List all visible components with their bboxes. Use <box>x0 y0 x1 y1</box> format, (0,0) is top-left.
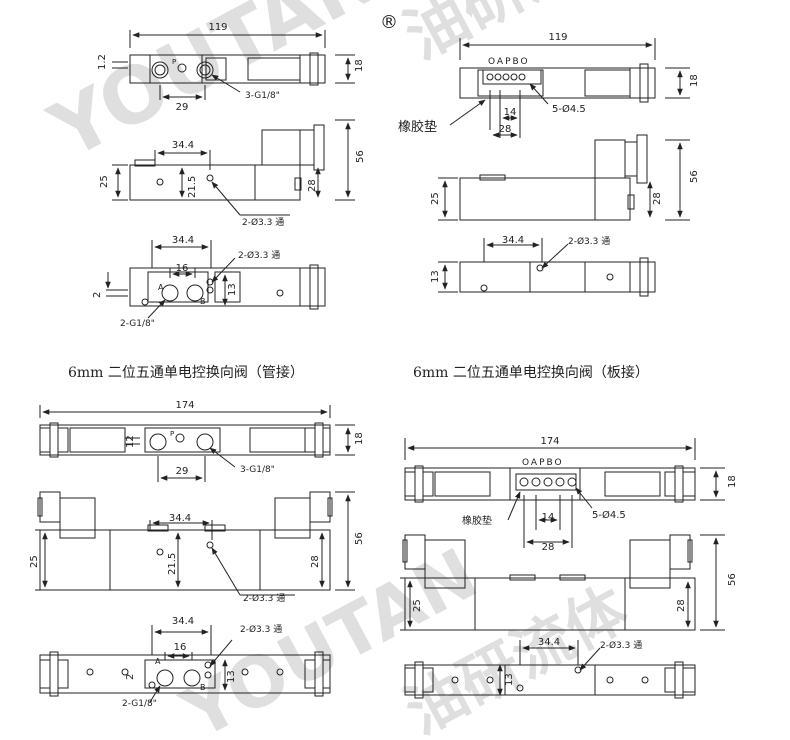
caption-pipe-valve: 6mm 二位五通单电控换向阀（管接） <box>68 365 304 381</box>
registered-mark: ® <box>380 12 398 33</box>
dim-br-h13: 13 <box>504 673 515 686</box>
dim-bl-p29: 29 <box>176 466 189 477</box>
dim-tl-g: 2-G1/8" <box>120 319 155 329</box>
dim-bl-v2: 2 <box>125 674 136 680</box>
dim-tl-width: 119 <box>208 22 227 33</box>
dim-bl-d344: 34.4 <box>169 513 191 524</box>
dim-tl-v215: 21.5 <box>187 176 198 198</box>
br-gasket-label: 橡胶垫 <box>462 514 492 527</box>
dim-bl-d344-b: 34.4 <box>172 616 194 627</box>
port-tl-p: P <box>172 58 176 66</box>
valve-174-pipe <box>35 405 355 703</box>
dim-tr-h28: 28 <box>652 192 663 205</box>
dim-br-hole: 2-Ø3.3 通 <box>600 640 642 651</box>
dim-bl-hole: 2-Ø3.3 通 <box>243 593 285 604</box>
port-bl-a: A <box>155 657 161 666</box>
dim-tl-v2: 2 <box>92 292 103 298</box>
valve-119-plate <box>438 38 690 297</box>
dim-bl-g: 2-G1/8" <box>122 699 157 709</box>
dim-bl-h18: 18 <box>354 432 365 445</box>
dim-tr-hole: 2-Ø3.3 通 <box>568 236 610 247</box>
dim-tr-d28: 28 <box>499 124 512 135</box>
dim-bl-h28: 28 <box>310 555 321 568</box>
valve-119-pipe <box>105 30 355 319</box>
dim-tl-d16: 16 <box>176 263 189 274</box>
port-bl-b: B <box>200 683 206 692</box>
dim-tl-hole: 2-Ø3.3 通 <box>242 217 284 228</box>
dim-tr-hole5: 5-Ø4.5 <box>552 103 586 115</box>
dim-br-h18: 18 <box>727 475 738 488</box>
dim-tl-h12: 1.2 <box>97 54 108 70</box>
dim-bl-h12: 12 <box>125 435 136 448</box>
dim-bl-h56: 56 <box>354 532 365 545</box>
dim-br-d28: 28 <box>542 542 555 553</box>
dim-bl-v215: 21.5 <box>167 553 178 575</box>
dim-br-width: 174 <box>540 436 559 447</box>
tr-gasket-label: 橡胶垫 <box>398 119 437 135</box>
dim-tl-port: 3-G1/8" <box>245 91 280 101</box>
dim-bl-h25: 25 <box>29 555 40 568</box>
valve-174-plate <box>400 438 725 699</box>
dim-tl-h56: 56 <box>355 150 366 163</box>
dim-bl-width: 174 <box>175 400 194 411</box>
dim-tr-h25: 25 <box>430 192 441 205</box>
port-tl-b: B <box>200 297 206 306</box>
port-bl-p: P <box>170 430 174 438</box>
dim-tr-width: 119 <box>548 32 567 43</box>
dim-tl-h25: 25 <box>99 175 110 188</box>
dim-tl-d344: 34.4 <box>172 140 194 151</box>
dim-br-h28: 28 <box>676 599 687 612</box>
dim-tr-h18: 18 <box>689 74 700 87</box>
dim-tl-v13: 13 <box>227 283 238 296</box>
dim-tr-d344: 34.4 <box>502 235 524 246</box>
dim-br-d14: 14 <box>542 512 555 523</box>
dim-bl-d16: 16 <box>174 642 187 653</box>
dim-bl-v13: 13 <box>226 670 237 683</box>
dim-tl-hole-b: 2-Ø3.3 通 <box>238 250 280 261</box>
dim-tr-h56: 56 <box>689 170 700 183</box>
dim-tl-p29: 29 <box>176 102 189 113</box>
dim-tl-d344-b: 34.4 <box>172 235 194 246</box>
dim-bl-port: 3-G1/8" <box>240 465 275 475</box>
port-br-labels: OAPBO <box>522 458 564 468</box>
dimension-labels: 119 18 1.2 29 3-G1/8" 34.4 56 25 28 21.5… <box>29 22 738 709</box>
dim-tl-h28: 28 <box>307 179 318 192</box>
dim-br-d344: 34.4 <box>538 637 560 648</box>
dim-br-hole5: 5-Ø4.5 <box>592 509 626 521</box>
dim-tr-h13: 13 <box>430 270 441 283</box>
dim-br-h25: 25 <box>412 599 423 612</box>
port-tl-a: A <box>158 283 164 292</box>
caption-plate-valve: 6mm 二位五通单电控换向阀（板接） <box>413 365 649 381</box>
dim-bl-hole-b: 2-Ø3.3 通 <box>240 624 282 635</box>
dim-tl-h18: 18 <box>354 59 365 72</box>
dim-tr-d14: 14 <box>504 107 517 118</box>
dim-br-h56: 56 <box>727 573 738 586</box>
port-tr-labels: OAPBO <box>488 57 530 67</box>
